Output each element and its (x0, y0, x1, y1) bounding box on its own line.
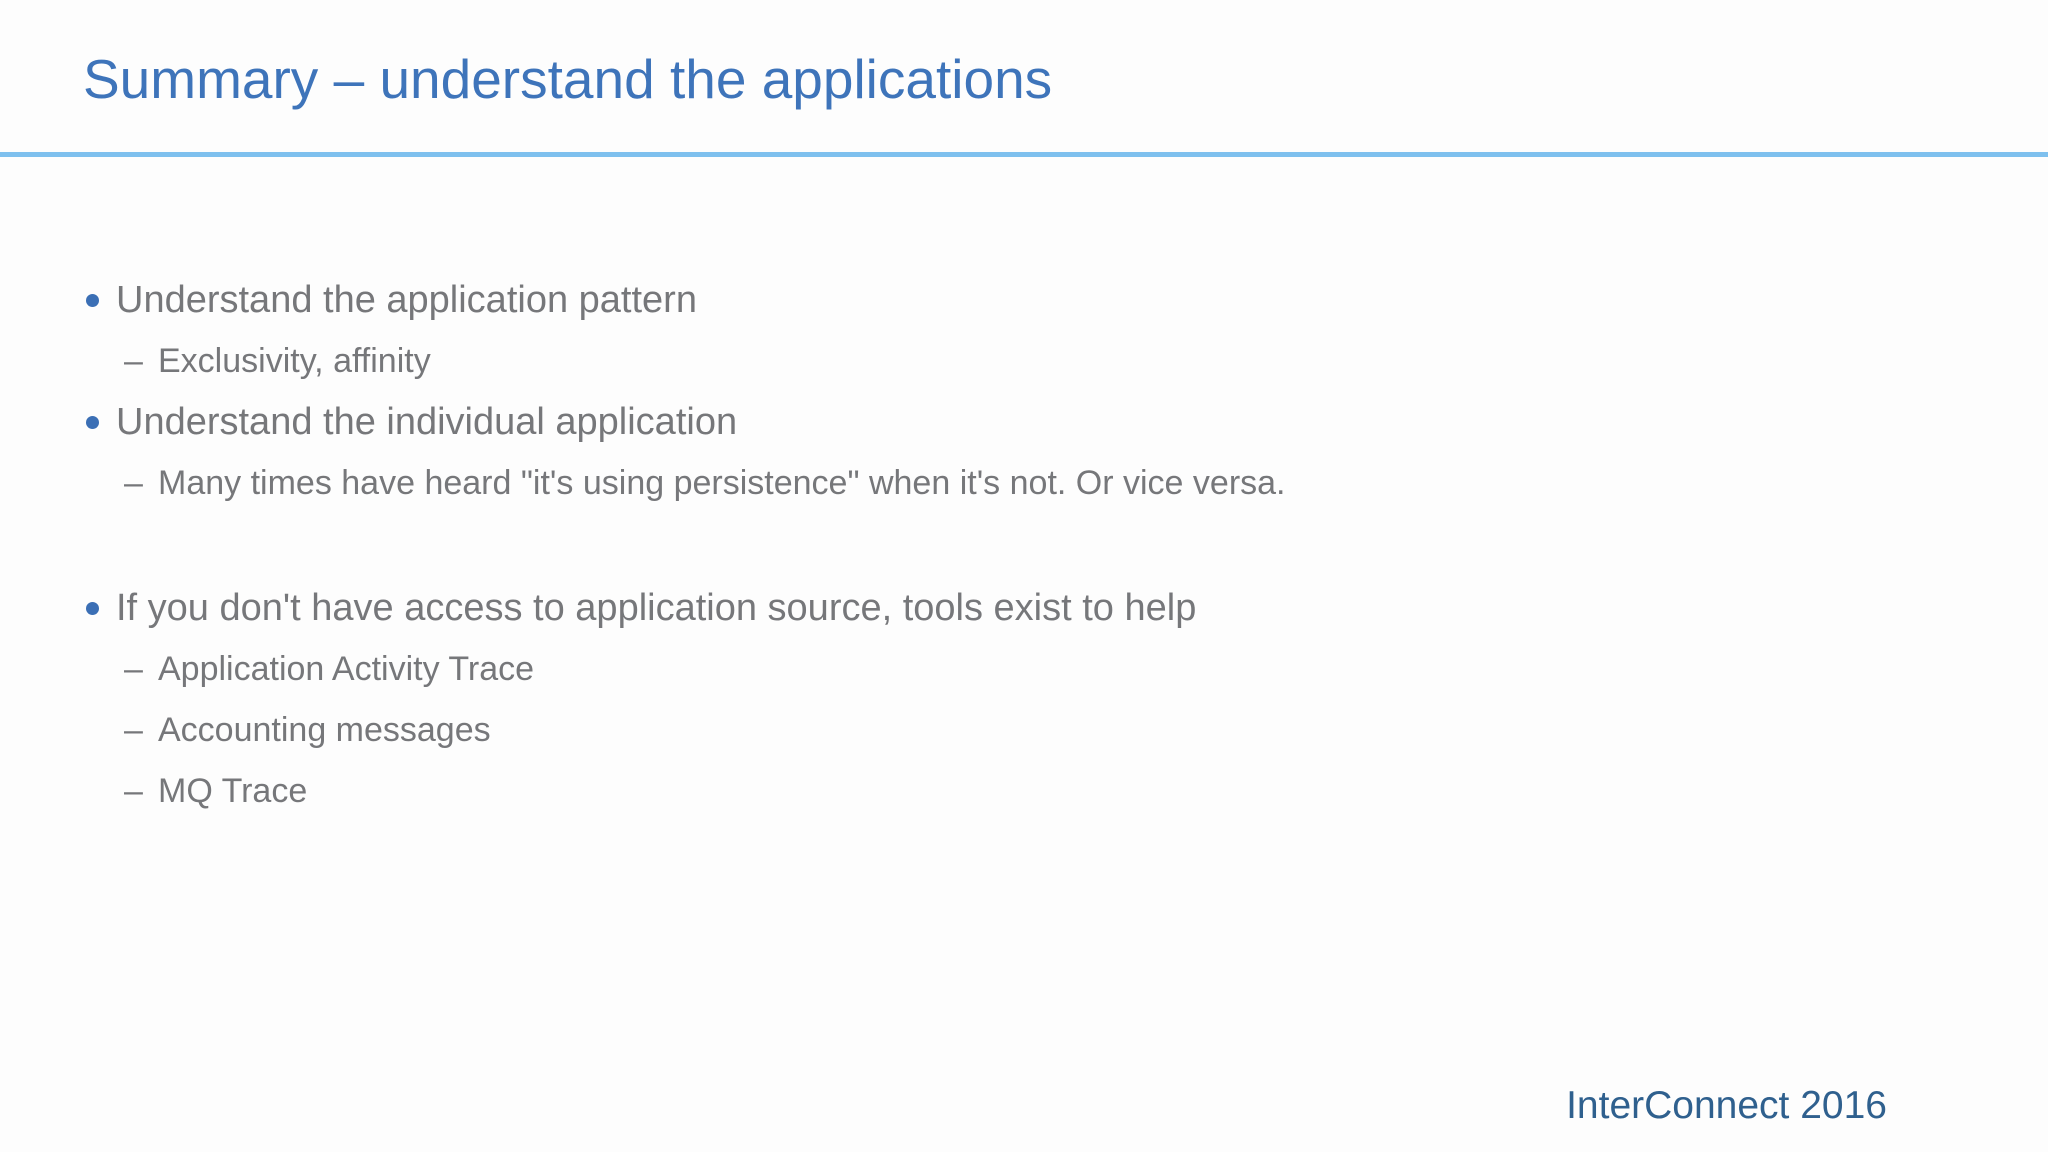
dash-marker: – (124, 772, 143, 810)
bullet-dot-icon (86, 415, 99, 429)
bullet-text: Accounting messages (158, 711, 491, 749)
bullet-item-level2: –Accounting messages (0, 700, 2048, 761)
bullet-text: Exclusivity, affinity (158, 342, 431, 380)
bullet-item-level1: If you don't have access to application … (0, 578, 2048, 639)
bullet-text: Many times have heard "it's using persis… (158, 464, 1286, 502)
slide-title: Summary – understand the applications (83, 48, 1053, 110)
bullet-item-level1: Understand the application pattern (0, 270, 2048, 331)
bullet-item-level2: –Many times have heard "it's using persi… (0, 453, 2048, 514)
bullet-text: MQ Trace (158, 772, 308, 810)
bullet-dot-icon (86, 293, 99, 307)
bullet-item-level2: –MQ Trace (0, 761, 2048, 822)
bullet-item-level1: Understand the individual application (0, 392, 2048, 453)
bullet-text: If you don't have access to application … (116, 587, 1197, 629)
bullet-item-level2: –Exclusivity, affinity (0, 331, 2048, 392)
dash-marker: – (124, 650, 143, 688)
bullet-list: Understand the application pattern–Exclu… (0, 270, 2048, 822)
bullet-item-level2: –Application Activity Trace (0, 639, 2048, 700)
bullet-dot-icon (86, 601, 99, 615)
title-divider-line (0, 152, 2048, 157)
bullet-text: Understand the individual application (116, 401, 738, 443)
dash-marker: – (124, 464, 143, 502)
dash-marker: – (124, 342, 143, 380)
bullet-spacer (0, 514, 2048, 578)
conference-footer-label: InterConnect 2016 (1566, 1084, 1887, 1127)
dash-marker: – (124, 711, 143, 749)
bullet-text: Application Activity Trace (158, 650, 535, 688)
bullet-text: Understand the application pattern (116, 279, 697, 321)
